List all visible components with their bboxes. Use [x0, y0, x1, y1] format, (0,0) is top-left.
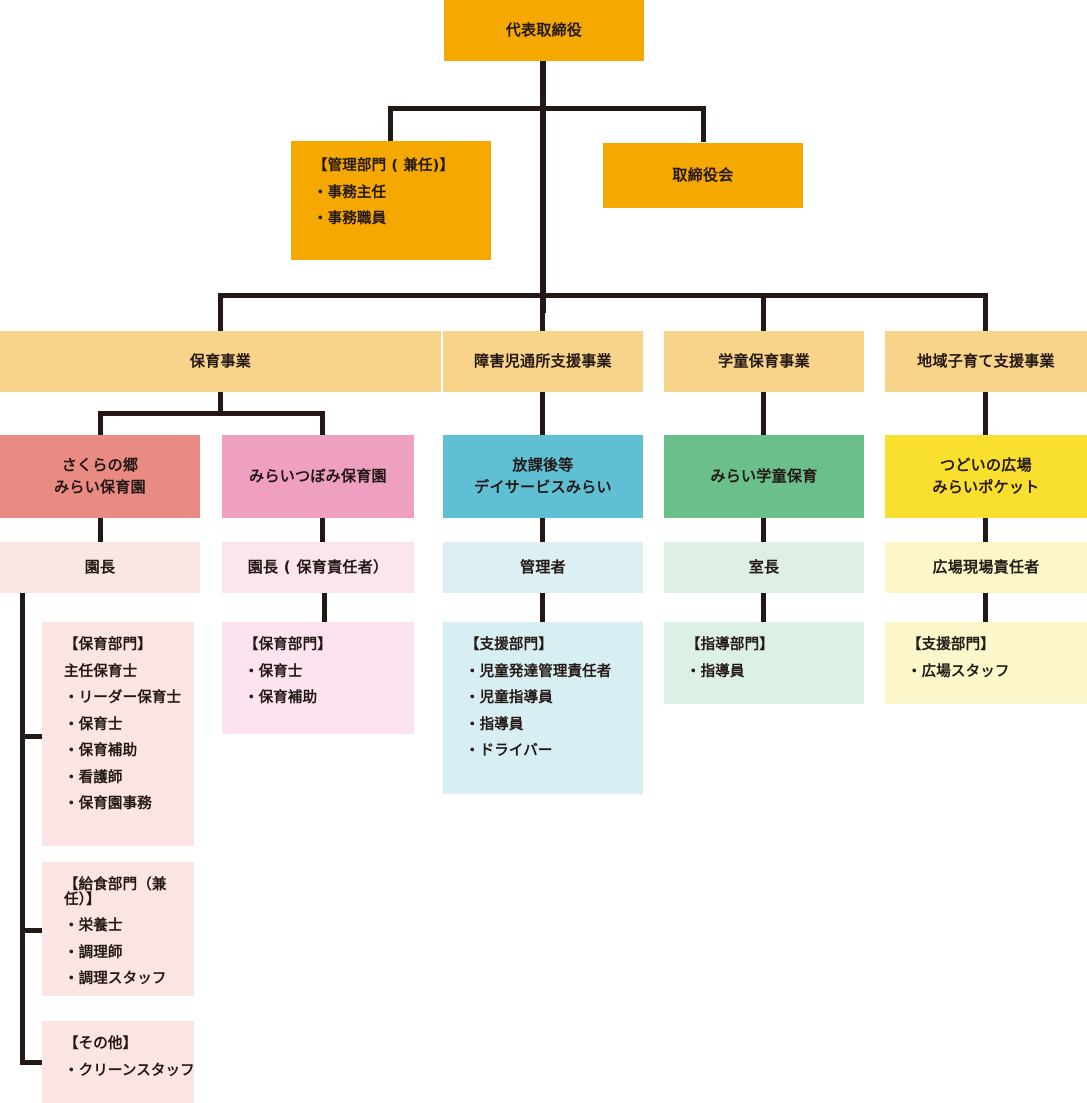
dept-item: ・リーダー保育士 [64, 690, 182, 706]
node-facility-gakudo[interactable]: みらい学童保育 [664, 435, 864, 518]
connector-division-4-down [983, 293, 988, 331]
node-division-shogaiji[interactable]: 障害児通所支援事業 [443, 331, 643, 392]
connector-ceo-bus [388, 106, 706, 111]
node-manager-hiroba[interactable]: 広場現場責任者 [885, 542, 1087, 593]
dept-item: ・ドライバー [465, 743, 553, 759]
connector-board-down [701, 106, 706, 142]
node-division-hoiku[interactable]: 保育事業 [0, 331, 441, 392]
connector-gakudo-dept [761, 592, 766, 622]
dept-item: ・保育補助 [64, 743, 138, 759]
node-dept-tsubomi-hoiku[interactable]: 【保育部門】 ・保育士 ・保育補助 [222, 622, 414, 734]
connector-tsubomi-down [320, 411, 325, 435]
node-manager-label: 室長 [748, 557, 780, 576]
dept-item: ・調理師 [64, 944, 123, 961]
connector-div3-facility [761, 391, 766, 435]
connector-sakura-down [98, 411, 103, 435]
dept-item: 主任保育士 [64, 663, 138, 680]
dept-item: ・広場スタッフ [907, 663, 1010, 680]
dept-item: ・児童発達管理責任者 [465, 663, 612, 680]
dept-heading: 【指導部門】 [686, 637, 774, 653]
node-manager-gakudo[interactable]: 室長 [664, 542, 864, 593]
node-admin-item: ・事務職員 [313, 211, 387, 227]
node-board-label: 取締役会 [672, 165, 734, 184]
connector-dept-kyushoku-stub [20, 928, 42, 933]
node-board[interactable]: 取締役会 [603, 143, 803, 208]
connector-hoiku-stem [218, 391, 223, 413]
node-division-label: 地域子育て支援事業 [917, 351, 1055, 370]
node-division-chiiki[interactable]: 地域子育て支援事業 [885, 331, 1087, 392]
node-ceo[interactable]: 代表取締役 [444, 0, 644, 61]
connector-tsubomi-manager [320, 518, 325, 542]
node-division-gakudo[interactable]: 学童保育事業 [664, 331, 864, 392]
node-facility-hiroba[interactable]: つどいの広場 みらいポケット [885, 435, 1087, 518]
connector-tsubomi-dept [322, 592, 327, 622]
node-admin[interactable]: 【管理部門 ( 兼任)】 ・事務主任 ・事務職員 [291, 141, 491, 260]
connector-enchou-spine [20, 592, 25, 1065]
connector-division-bus [218, 293, 988, 298]
connector-division-2-down [540, 293, 545, 331]
dept-heading: 【給食部門（兼任）】 [64, 877, 167, 908]
node-manager-label: 園長 [84, 557, 116, 576]
connector-hoiku-bus [98, 411, 325, 416]
node-division-label: 学童保育事業 [718, 351, 810, 370]
connector-day-manager [540, 518, 545, 542]
connector-admin-down [388, 106, 393, 142]
node-dept-sakura-sonota[interactable]: 【その他】 ・クリーンスタッフ [42, 1021, 195, 1103]
connector-dept-sonota-stub [20, 1060, 42, 1065]
node-dept-sakura-hoiku[interactable]: 【保育部門】 主任保育士 ・リーダー保育士 ・保育士 ・保育補助 ・看護師 ・保… [42, 622, 194, 846]
node-manager-dayservice[interactable]: 管理者 [443, 542, 643, 593]
node-ceo-label: 代表取締役 [505, 20, 583, 39]
node-dept-sakura-kyushoku[interactable]: 【給食部門（兼任）】 ・栄養士 ・調理師 ・調理スタッフ [42, 862, 194, 996]
node-manager-tsubomi[interactable]: 園長 ( 保育責任者） [222, 542, 414, 593]
dept-heading: 【支援部門】 [907, 637, 995, 653]
dept-item: ・保育士 [244, 663, 303, 680]
node-facility-label: 放課後等 デイサービスみらい [474, 455, 612, 496]
connector-sakura-manager [98, 518, 103, 542]
connector-hiroba-dept [983, 592, 988, 622]
dept-item: ・指導員 [465, 716, 524, 733]
connector-div2-facility [540, 391, 545, 435]
node-facility-dayservice[interactable]: 放課後等 デイサービスみらい [443, 435, 643, 518]
dept-item: ・保育園事務 [64, 796, 152, 812]
dept-heading: 【支援部門】 [465, 637, 553, 653]
node-facility-label: つどいの広場 みらいポケット [932, 455, 1040, 496]
node-manager-label: 園長 ( 保育責任者） [247, 557, 389, 576]
dept-item: ・保育士 [64, 716, 123, 733]
node-facility-label: さくらの郷 みらい保育園 [54, 455, 146, 496]
node-facility-label: みらい学童保育 [710, 466, 818, 485]
node-facility-tsubomi[interactable]: みらいつぼみ保育園 [222, 435, 414, 518]
node-dept-dayservice-shien[interactable]: 【支援部門】 ・児童発達管理責任者 ・児童指導員 ・指導員 ・ドライバー [443, 622, 643, 794]
dept-item: ・看護師 [64, 769, 123, 786]
dept-item: ・児童指導員 [465, 690, 553, 706]
node-dept-gakudo-shido[interactable]: 【指導部門】 ・指導員 [664, 622, 864, 704]
node-division-label: 障害児通所支援事業 [474, 351, 612, 370]
dept-item: ・指導員 [686, 663, 745, 680]
connector-div4-facility [983, 391, 988, 435]
dept-item: ・クリーンスタッフ [64, 1062, 195, 1079]
node-division-label: 保育事業 [189, 351, 252, 370]
node-admin-heading: 【管理部門 ( 兼任)】 [313, 158, 455, 174]
node-facility-label: みらいつぼみ保育園 [249, 466, 387, 485]
node-admin-item: ・事務主任 [313, 184, 387, 201]
dept-heading: 【保育部門】 [244, 637, 332, 653]
connector-ceo-down [540, 61, 546, 313]
dept-heading: 【保育部門】 [64, 637, 152, 653]
connector-gakudo-manager [761, 518, 766, 542]
dept-item: ・調理スタッフ [64, 971, 167, 987]
connector-division-3-down [761, 293, 766, 331]
node-facility-sakura[interactable]: さくらの郷 みらい保育園 [0, 435, 200, 518]
connector-hiroba-manager [983, 518, 988, 542]
node-manager-label: 広場現場責任者 [932, 557, 1040, 576]
connector-dept-hoiku-stub [20, 734, 42, 739]
connector-day-dept [540, 592, 545, 622]
dept-item: ・保育補助 [244, 690, 318, 706]
connector-division-1-down [218, 293, 223, 331]
node-manager-sakura[interactable]: 園長 [0, 542, 200, 593]
node-manager-label: 管理者 [520, 557, 566, 576]
node-dept-hiroba-shien[interactable]: 【支援部門】 ・広場スタッフ [885, 622, 1087, 704]
dept-heading: 【その他】 [64, 1036, 138, 1052]
dept-item: ・栄養士 [64, 918, 123, 934]
